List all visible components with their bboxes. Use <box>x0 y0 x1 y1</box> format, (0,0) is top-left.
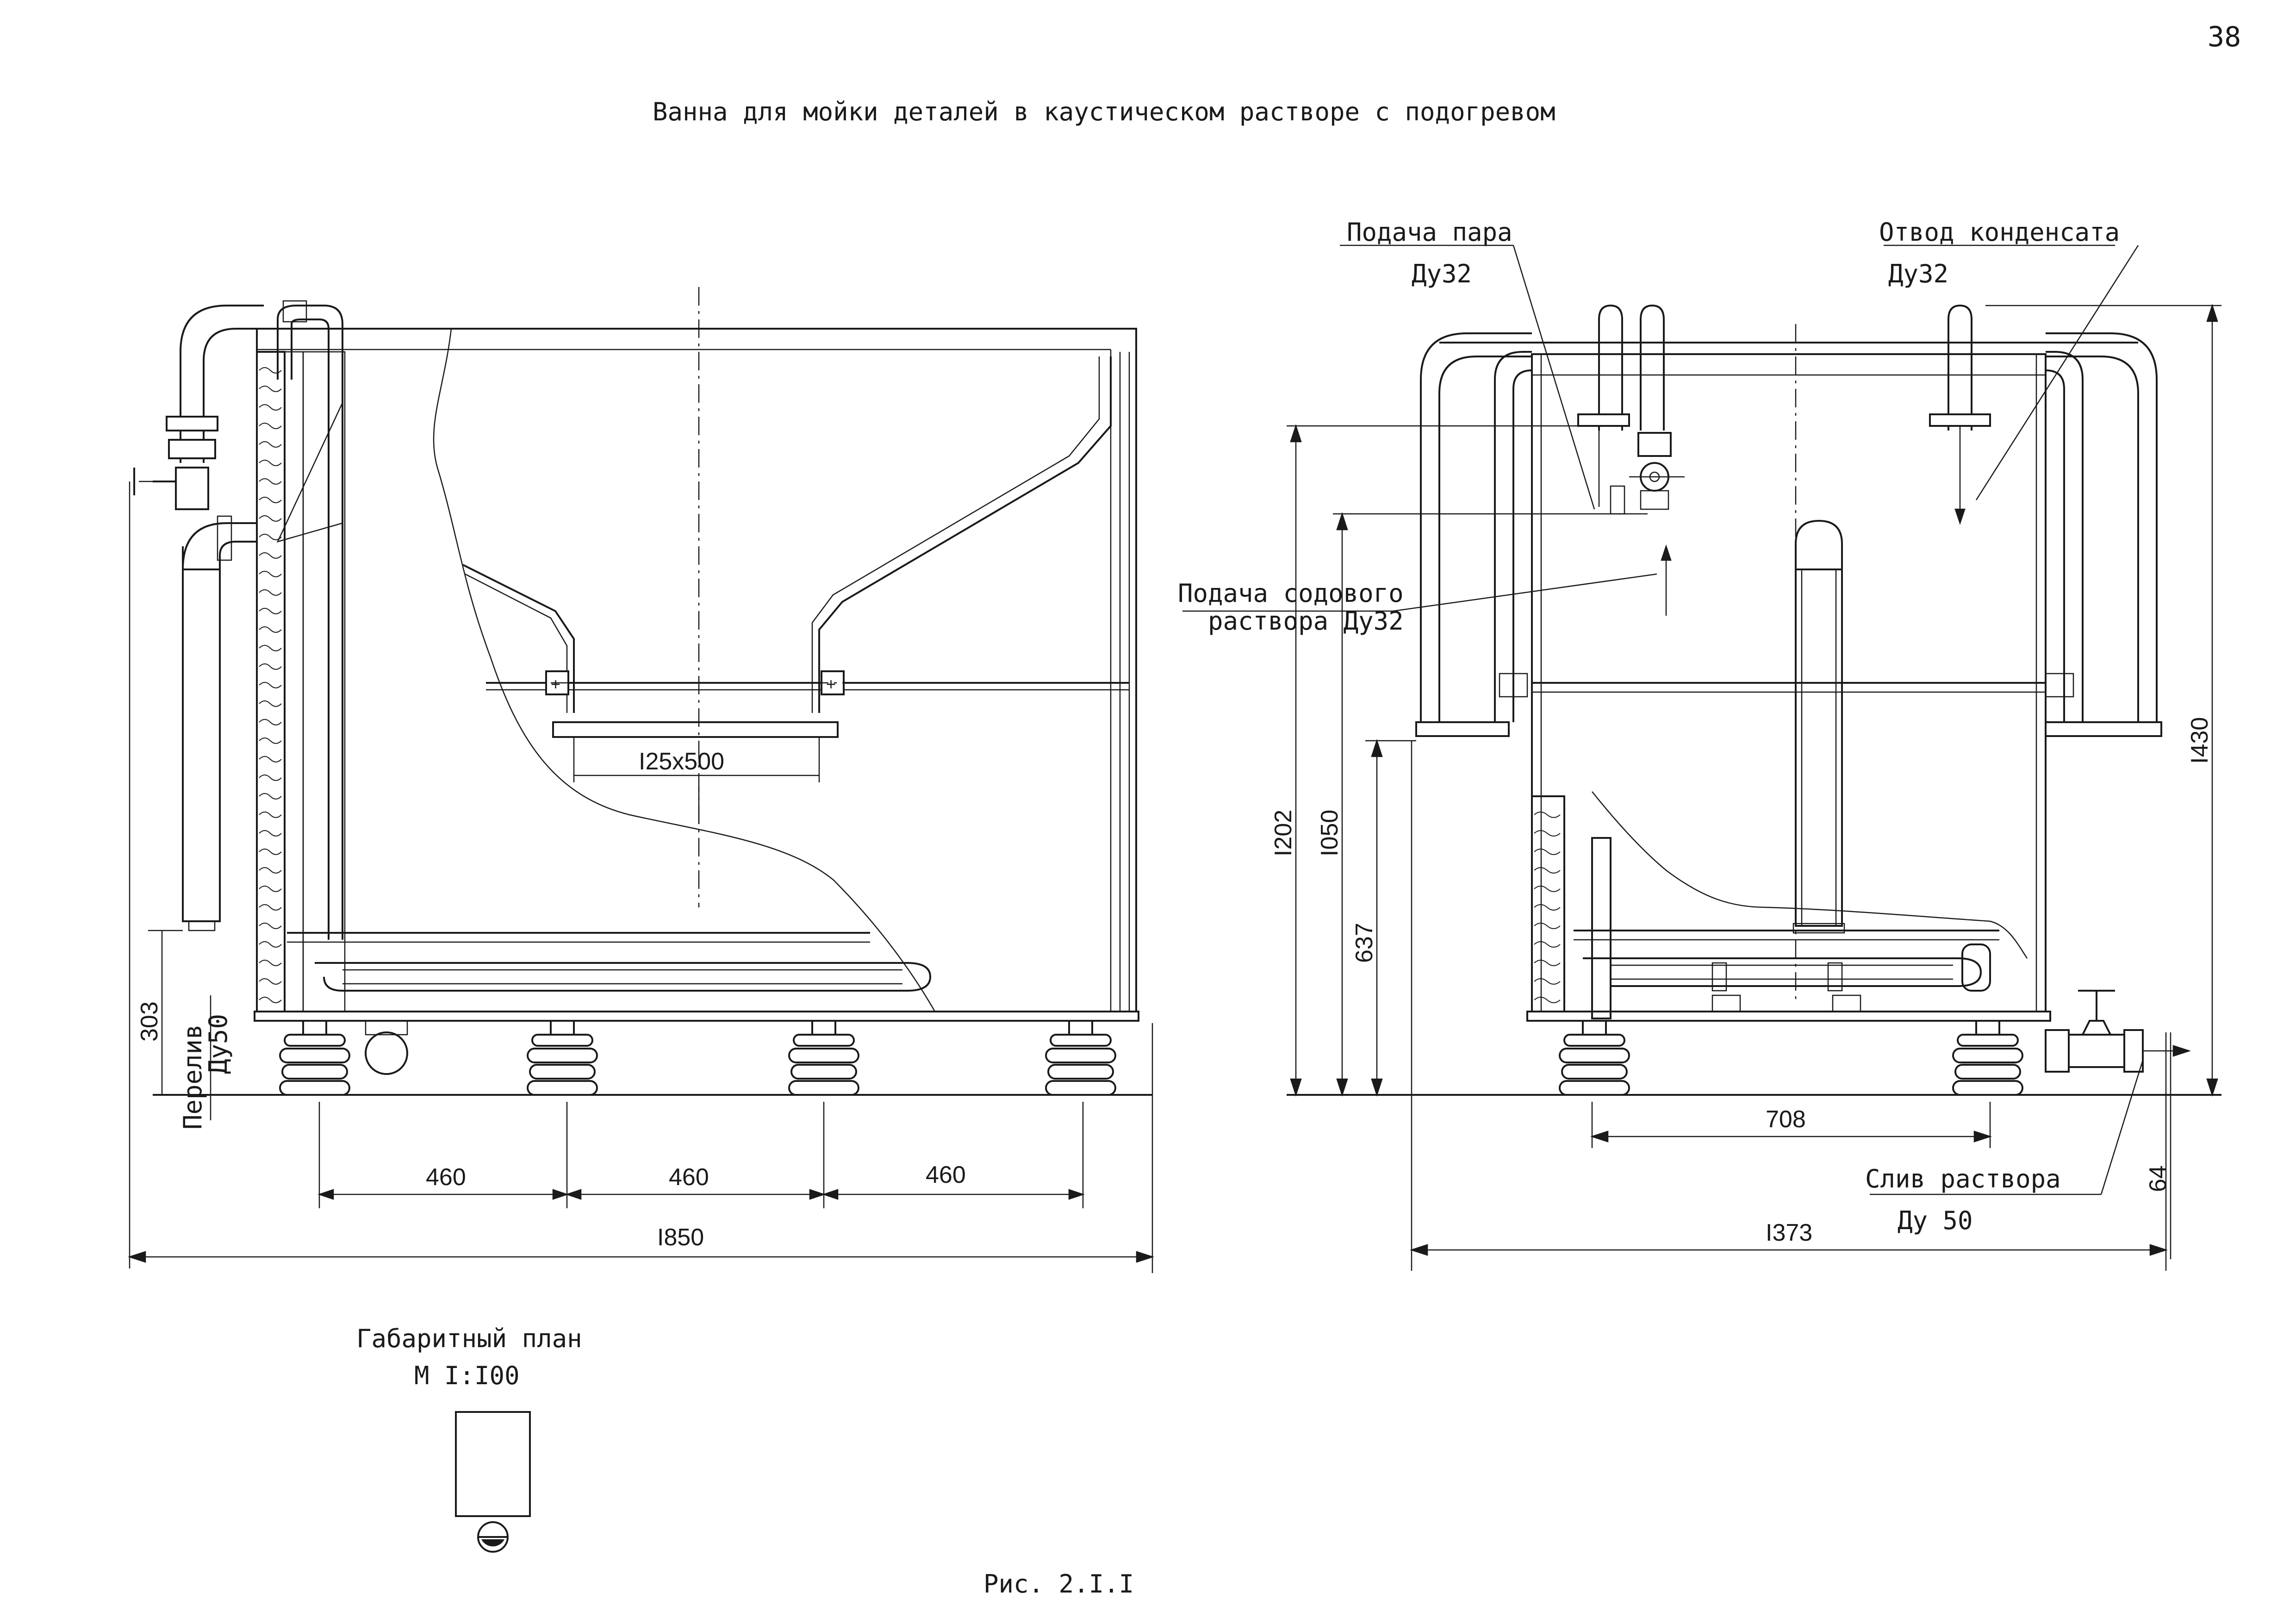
dim-spacing-3: 460 <box>926 1162 966 1188</box>
condensate-outlet-pipe <box>1929 304 1991 431</box>
support-feet-side <box>1559 994 2023 1096</box>
figure-caption: Рис. 2.I.I <box>983 1569 1134 1599</box>
soda-supply-label-line2: раствора Ду32 <box>1208 606 1404 636</box>
side-view: Подача пара Ду32 Отвод конденсата Ду32 П… <box>1178 218 2221 1271</box>
dim-height-1050: I050 <box>1316 810 1343 856</box>
overflow-size-label: Ду50 <box>204 1014 233 1074</box>
condensate-outlet-size: Ду32 <box>1888 259 1948 288</box>
support-feet-front <box>279 1020 1116 1096</box>
dim-height-637: 637 <box>1351 923 1378 963</box>
dim-overall-width: I373 <box>1766 1219 1812 1246</box>
drawing-title: Ванна для мойки деталей в каустическом р… <box>653 97 1556 126</box>
dim-overall-length: I850 <box>657 1224 704 1251</box>
drain-valve <box>2045 990 2191 1073</box>
overflow-pipe <box>133 305 264 931</box>
plan-scale: М I:I00 <box>414 1361 520 1390</box>
drain-label: Слив раствора <box>1865 1164 2061 1193</box>
condensate-outlet-label: Отвод конденсата <box>1879 218 2120 247</box>
svg-text:+: + <box>551 675 560 693</box>
dim-drain-height: 64 <box>2145 1165 2172 1192</box>
heating-coil-panel <box>256 351 286 1012</box>
basket-grid-bar <box>552 721 839 738</box>
drain-size: Ду 50 <box>1898 1206 1973 1235</box>
dim-height-1202: I202 <box>1270 810 1297 856</box>
dim-opening: I25x500 <box>639 748 724 775</box>
overflow-label: Перелив <box>178 1024 207 1130</box>
heating-coil-side <box>1531 795 1565 1012</box>
tank-shell-front <box>256 328 1137 1012</box>
dim-height-1430: I430 <box>2186 717 2213 764</box>
front-view: + + <box>127 287 1155 1273</box>
steam-inlet-pipes <box>1577 304 1685 515</box>
dim-spacing-2: 460 <box>669 1164 709 1191</box>
page-number: 38 <box>2208 21 2241 53</box>
break-line <box>433 328 936 1012</box>
steam-supply-label: Подача пара <box>1347 218 1512 247</box>
plan-outline <box>455 1411 531 1517</box>
soda-supply-label-line1: Подача содового <box>1178 579 1404 608</box>
basket-hopper <box>818 356 1112 713</box>
steam-supply-size: Ду32 <box>1412 259 1472 288</box>
svg-text:+: + <box>826 675 836 693</box>
dim-support-spacing: 708 <box>1766 1106 1806 1133</box>
dim-spacing-1: 460 <box>426 1164 466 1191</box>
plan-title: Габаритный план <box>356 1324 582 1353</box>
dimension-plan: Габаритный план М I:I00 <box>356 1324 582 1553</box>
dim-overflow-height: 303 <box>136 1001 163 1042</box>
